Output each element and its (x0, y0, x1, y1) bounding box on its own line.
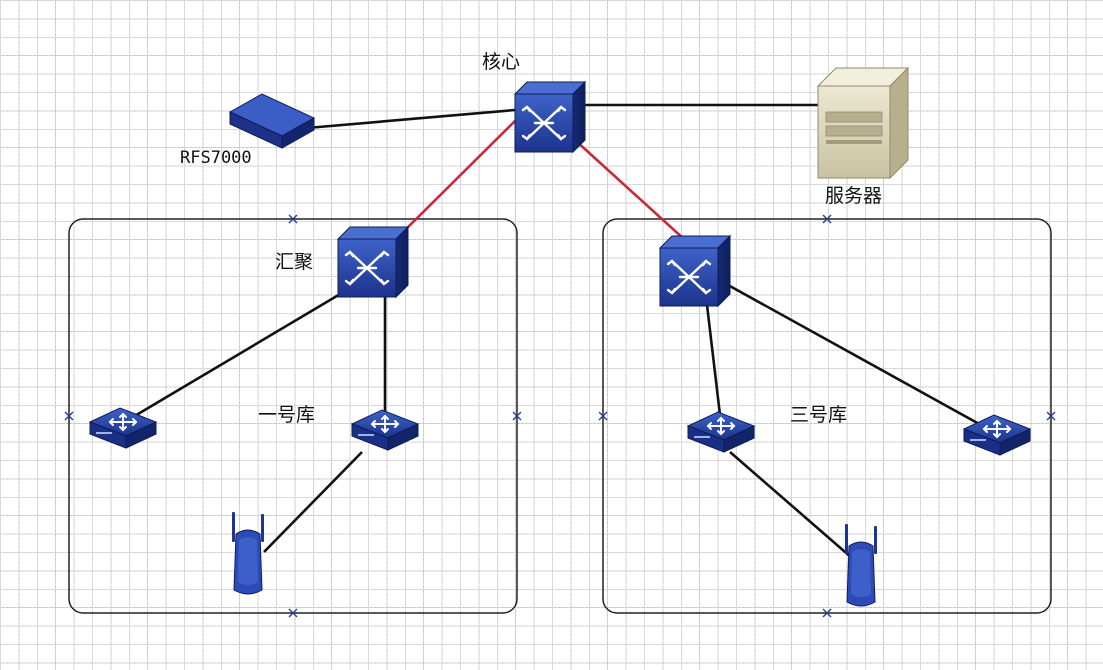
link-rfs-core[interactable] (306, 108, 516, 130)
aggregation-label: 汇聚 (275, 251, 313, 273)
access-switch-1a[interactable] (89, 407, 157, 449)
link-access2-ap1[interactable] (263, 451, 363, 553)
link-access3-ap3[interactable] (729, 451, 853, 559)
link-core-agg3[interactable] (574, 139, 686, 241)
aggregation-switch-3[interactable] (658, 234, 732, 308)
link-agg-access1[interactable] (132, 285, 353, 419)
link-core-agg1[interactable] (394, 119, 517, 241)
access-point-3[interactable] (844, 523, 878, 607)
link-agg3-access3[interactable] (705, 304, 722, 416)
network-links (132, 103, 991, 559)
access-switch-1b[interactable] (351, 409, 419, 451)
aggregation-switch-1[interactable] (336, 225, 410, 299)
warehouse-3-label: 三号库 (790, 404, 847, 426)
access-point-1[interactable] (231, 511, 265, 595)
core-label: 核心 (482, 51, 520, 73)
server-label: 服务器 (825, 185, 882, 207)
warehouse-1-label: 一号库 (258, 404, 315, 426)
link-agg3-access4[interactable] (727, 283, 991, 432)
core-switch[interactable] (513, 80, 587, 154)
rfs-label: RFS7000 (180, 148, 252, 168)
rfs7000-device[interactable] (228, 93, 316, 149)
access-switch-3a[interactable] (687, 411, 755, 453)
server-device[interactable] (816, 66, 910, 180)
